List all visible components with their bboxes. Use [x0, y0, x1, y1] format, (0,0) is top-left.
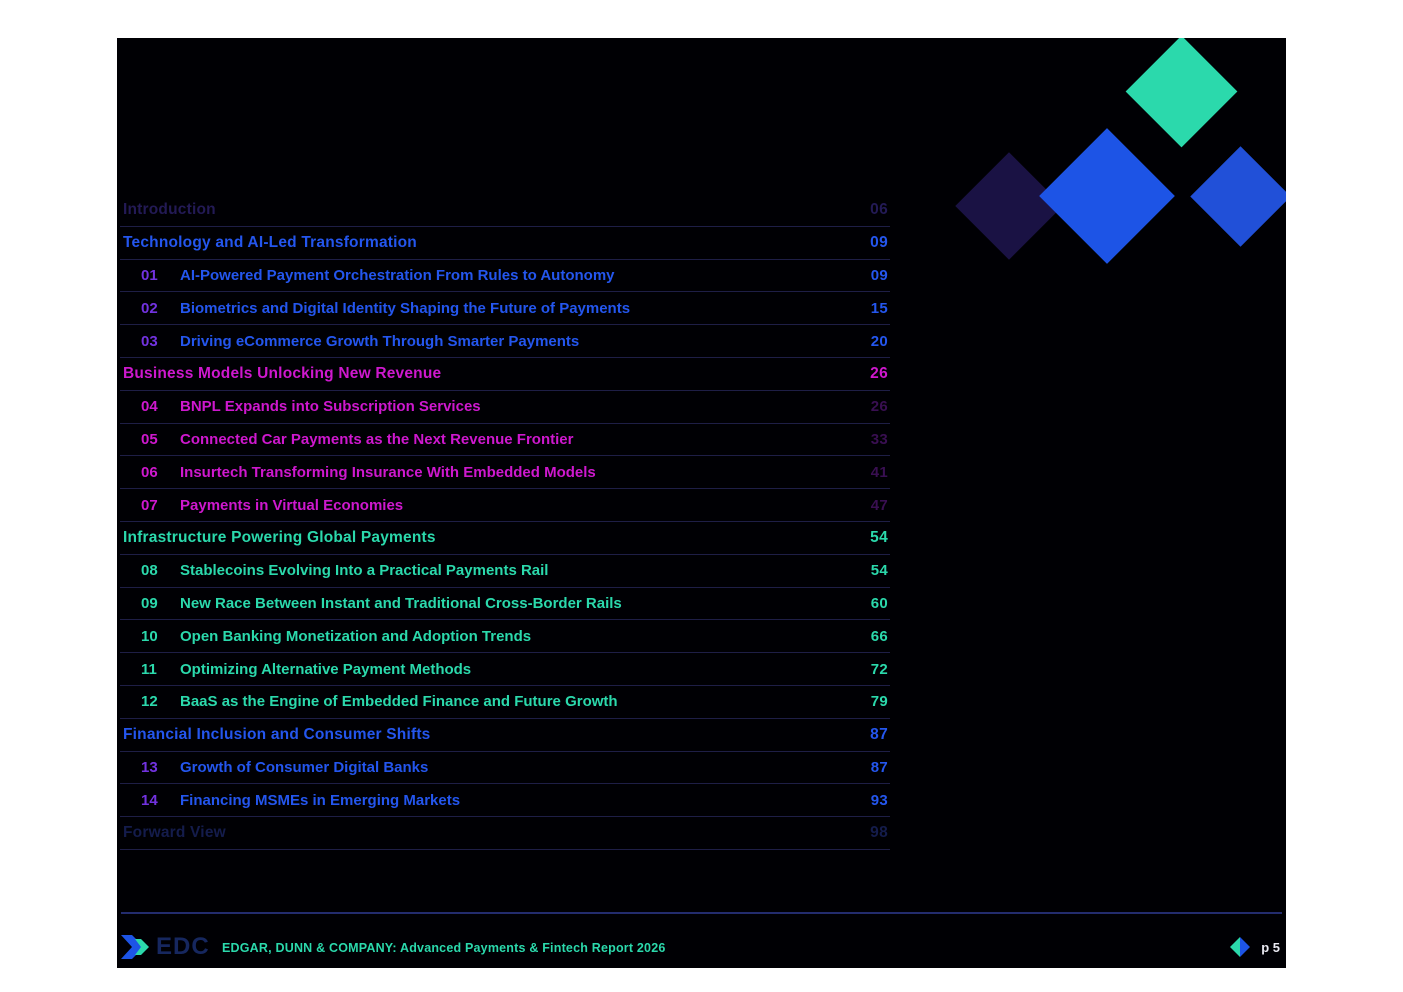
toc-item-title: Biometrics and Digital Identity Shaping … — [180, 299, 631, 317]
toc-item-title: AI-Powered Payment Orchestration From Ru… — [180, 266, 615, 284]
toc-page-number: 15 — [870, 299, 888, 317]
toc-item-number: 10 — [141, 627, 158, 645]
toc-page-number: 26 — [870, 364, 888, 382]
toc-item-row[interactable]: 12 BaaS as the Engine of Embedded Finance… — [120, 686, 890, 719]
toc-item-row[interactable]: 11 Optimizing Alternative Payment Methods… — [120, 653, 890, 686]
toc-section-row[interactable]: Technology and AI-Led Transformation 09 — [120, 227, 890, 260]
toc-item-title: Stablecoins Evolving Into a Practical Pa… — [180, 562, 549, 580]
toc-page-number: 98 — [870, 824, 888, 842]
toc-page-number: 20 — [870, 332, 888, 350]
toc-item-row[interactable]: 01 AI-Powered Payment Orchestration From … — [120, 260, 890, 293]
toc-item-number: 06 — [141, 463, 158, 481]
toc-page-number: 87 — [870, 758, 888, 776]
toc-page-number: 54 — [870, 528, 888, 546]
toc-item-row[interactable]: 13 Growth of Consumer Digital Banks 87 — [120, 752, 890, 785]
page-indicator: p 5 — [1229, 935, 1280, 959]
edc-logo: EDC — [120, 929, 210, 965]
toc-item-row[interactable]: 08 Stablecoins Evolving Into a Practical … — [120, 555, 890, 588]
toc-item-row[interactable]: 14 Financing MSMEs in Emerging Markets 93 — [120, 784, 890, 818]
toc-section-row[interactable]: Infrastructure Powering Global Payments 5… — [120, 522, 890, 555]
toc-item-row[interactable]: 02 Biometrics and Digital Identity Shapin… — [120, 292, 890, 326]
toc-section-row[interactable]: Forward View 98 — [120, 817, 890, 850]
toc-item-title: New Race Between Instant and Traditional… — [180, 594, 622, 612]
toc-page-number: 60 — [870, 594, 888, 612]
edc-chevron-icon — [121, 935, 149, 959]
toc-page-number: 06 — [870, 200, 888, 218]
toc-item-title: Growth of Consumer Digital Banks — [180, 758, 429, 776]
toc-section-row[interactable]: Business Models Unlocking New Revenue 26 — [120, 358, 890, 391]
toc-item-number: 01 — [141, 266, 158, 284]
toc-page-number: 41 — [870, 463, 888, 481]
toc-section-title: Financial Inclusion and Consumer Shifts — [123, 725, 431, 743]
toc-section-title: Introduction — [123, 200, 216, 218]
toc-item-title: BNPL Expands into Subscription Services — [180, 398, 481, 416]
toc-item-number: 02 — [141, 299, 158, 317]
toc-section-title: Business Models Unlocking New Revenue — [123, 364, 442, 382]
toc-item-number: 13 — [141, 758, 158, 776]
toc-section-row[interactable]: Financial Inclusion and Consumer Shifts 8… — [120, 719, 890, 752]
toc-page-number: 72 — [870, 660, 888, 678]
toc-item-title: Connected Car Payments as the Next Reven… — [180, 430, 574, 448]
toc-item-row[interactable]: 09 New Race Between Instant and Tradition… — [120, 588, 890, 621]
toc-page-number: 79 — [870, 693, 888, 711]
toc-item-row[interactable]: 06 Insurtech Transforming Insurance With … — [120, 456, 890, 490]
toc-section-title: Technology and AI-Led Transformation — [123, 233, 417, 251]
decor-diamond-blue-large — [1039, 128, 1175, 264]
toc-item-number: 14 — [141, 791, 158, 809]
footer-divider — [121, 912, 1282, 914]
toc-page-number: 66 — [870, 627, 888, 645]
decor-diamond-teal — [1125, 38, 1238, 148]
toc-item-row[interactable]: 03 Driving eCommerce Growth Through Smart… — [120, 325, 890, 358]
toc-item-title: Open Banking Monetization and Adoption T… — [180, 627, 532, 645]
toc-item-number: 12 — [141, 693, 158, 711]
toc-item-title: Optimizing Alternative Payment Methods — [180, 660, 472, 678]
edc-brand-text: EDC — [156, 933, 210, 960]
toc-item-row[interactable]: 04 BNPL Expands into Subscription Service… — [120, 391, 890, 424]
toc-item-row[interactable]: 07 Payments in Virtual Economies 47 — [120, 489, 890, 522]
toc-page-number: 54 — [870, 562, 888, 580]
toc-item-row[interactable]: 10 Open Banking Monetization and Adoption… — [120, 620, 890, 654]
toc-page-number: 47 — [870, 496, 888, 514]
toc-item-number: 03 — [141, 332, 158, 350]
toc-page-number: 87 — [870, 725, 888, 743]
toc-section-row[interactable]: Introduction 06 — [120, 194, 890, 227]
page-number: p 5 — [1261, 939, 1280, 955]
toc-section-title: Forward View — [123, 824, 226, 842]
toc-item-number: 04 — [141, 398, 158, 416]
toc-item-row[interactable]: 05 Connected Car Payments as the Next Rev… — [120, 424, 890, 457]
footer-report-title: EDGAR, DUNN & COMPANY: Advanced Payments… — [222, 941, 666, 955]
decor-diamond-blue-small — [1190, 146, 1286, 247]
toc-item-title: Insurtech Transforming Insurance With Em… — [180, 463, 596, 481]
toc-page-number: 09 — [870, 233, 888, 251]
toc-page-number: 26 — [870, 398, 888, 416]
toc-item-title: Payments in Virtual Economies — [180, 496, 404, 514]
toc-item-number: 07 — [141, 496, 158, 514]
toc-item-number: 09 — [141, 594, 158, 612]
toc-item-number: 08 — [141, 562, 158, 580]
toc-item-number: 11 — [141, 660, 157, 678]
toc-item-title: Driving eCommerce Growth Through Smarter… — [180, 332, 580, 350]
diamond-page-icon — [1230, 937, 1251, 957]
toc-page-number: 09 — [870, 266, 888, 284]
toc-item-number: 05 — [141, 430, 158, 448]
toc-item-title: Financing MSMEs in Emerging Markets — [180, 791, 461, 809]
toc-page-number: 93 — [870, 791, 888, 809]
decor-diamond-navy — [955, 152, 1063, 260]
toc-page-number: 33 — [870, 430, 888, 448]
toc-section-title: Infrastructure Powering Global Payments — [123, 528, 436, 546]
toc-item-title: BaaS as the Engine of Embedded Finance a… — [180, 693, 618, 711]
